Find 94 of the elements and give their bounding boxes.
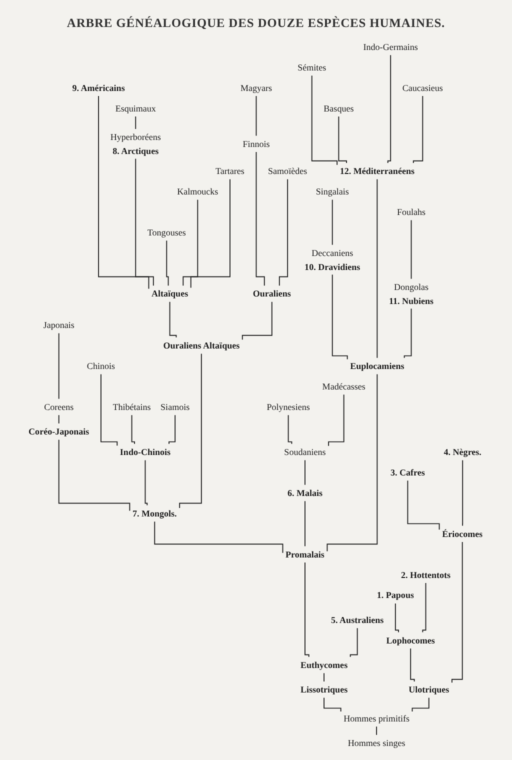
taxon-label: Deccaniens 10. Dravidiens	[304, 248, 361, 272]
tree-branch-line	[304, 562, 310, 658]
tree-branch-line	[180, 353, 202, 508]
tree-branch-line	[324, 697, 342, 712]
taxon-label: Esquimaux	[116, 102, 156, 114]
tree-branch-line	[411, 220, 412, 280]
tree-branch-line	[190, 178, 231, 288]
taxon-label: 1. Papous	[377, 590, 414, 600]
taxon-label: 9. Américains	[72, 82, 126, 93]
tree-branch-line	[395, 602, 400, 633]
tree-branch-line	[462, 460, 464, 526]
tree-branch-line	[58, 414, 60, 424]
tree-branch-line	[350, 628, 358, 658]
taxon-label: Dongolas 11. Nubiens	[389, 282, 434, 306]
taxon-label: Polynesiens	[267, 402, 310, 412]
taxon-label: 4. Nègres.	[444, 446, 482, 458]
taxon-label: Ouraliens Altaïques	[164, 340, 240, 351]
taxon-label: Ouraliens	[253, 288, 292, 299]
tree-branch-line	[412, 697, 430, 712]
taxon-label: Hommes primitifs	[344, 713, 410, 724]
tree-branch-line	[304, 500, 306, 547]
taxon-label: Altaïques	[152, 288, 188, 299]
tree-branch-line	[413, 96, 424, 164]
tree-branch-line	[422, 582, 427, 633]
taxon-label: Promalais	[286, 549, 325, 560]
tree-branch-line	[376, 726, 378, 736]
taxon-label: Lissotriques	[300, 684, 348, 695]
tree-branch-line	[279, 178, 288, 286]
tree-branch-line	[170, 301, 178, 338]
tree-branch-line	[256, 152, 266, 286]
taxon-label: Foulahs	[397, 206, 426, 218]
tree-branch-line	[410, 648, 416, 682]
taxon-label: Singalais	[316, 186, 350, 197]
taxon-label: Ériocomes	[442, 528, 484, 539]
tree-branch-line	[242, 301, 273, 340]
tree-branch-line	[408, 480, 440, 530]
taxon-label: Indo-Germains	[364, 42, 418, 52]
taxon-label: 12. Méditerranéens	[340, 166, 415, 176]
taxon-label: Madécasses	[322, 381, 366, 392]
taxon-label: 7. Mongols.	[132, 508, 178, 518]
taxon-label: 6. Malais	[288, 488, 323, 498]
tree-branch-line	[388, 54, 392, 164]
taxon-label: Indo-Chinois	[120, 446, 171, 458]
taxon-label: Magyars	[240, 82, 272, 93]
tree-branch-line	[304, 460, 306, 486]
tree-branch-line	[154, 521, 284, 554]
tree-branch-line	[452, 542, 464, 684]
tree-branch-line	[98, 96, 150, 290]
taxon-label: 2. Hottentots	[401, 569, 451, 580]
taxon-label: Coréo-Japonais	[28, 426, 90, 437]
taxon-label: 5. Australiens	[331, 614, 384, 625]
taxon-label: Samoïèdes	[268, 166, 308, 176]
tree-branch-line	[58, 439, 131, 512]
taxon-label: Sémites	[298, 62, 327, 72]
tree-branch-line	[328, 394, 345, 446]
taxon-label: Caucasieus	[402, 82, 444, 93]
tree-branch-line	[288, 414, 293, 444]
tree-branch-line	[166, 240, 170, 286]
taxon-label: Thibétains	[113, 402, 152, 412]
taxon-label: Lophocomes	[386, 635, 436, 646]
taxon-label: Japonais	[44, 320, 75, 330]
taxon-label: Euthycomes	[300, 660, 348, 670]
tree-branch-line	[183, 199, 199, 286]
tree-branch-line	[132, 414, 136, 444]
tree-branch-line	[324, 672, 325, 682]
taxon-label: 3. Cafres	[390, 467, 426, 478]
tree-branch-line	[168, 414, 176, 444]
taxon-label: Finnois	[243, 138, 270, 149]
taxon-label: Hommes singes	[348, 738, 406, 748]
taxon-label: Siamois	[160, 402, 190, 412]
tree-branch-line	[338, 116, 348, 164]
diagram-title: ARBRE GÉNÉALOGIQUE DES DOUZE ESPÈCES HUMAINES.	[66, 16, 446, 31]
tree-branch-line	[100, 374, 118, 446]
taxon-label: Ulotriques	[409, 684, 450, 695]
taxon-label: Tartares	[216, 166, 245, 176]
taxon-label: Hyperboréens 8. Arctiques	[110, 132, 162, 156]
taxon-label: Coreens	[44, 402, 74, 412]
taxon-label: Soudaniens	[284, 446, 326, 458]
tree-branch-line	[58, 332, 60, 400]
tree-branch-line	[136, 158, 154, 286]
taxon-label: Chinois	[87, 360, 116, 372]
taxon-label: Euplocamiens	[350, 360, 405, 372]
tree-branch-line	[377, 178, 378, 358]
tree-branch-line	[404, 308, 412, 358]
tree-branch-line	[136, 116, 137, 130]
tree-branch-line	[145, 460, 148, 506]
taxon-label: Tongouses	[148, 227, 186, 238]
tree-branch-line	[256, 96, 258, 136]
tree-branch-line	[332, 274, 348, 360]
taxon-label: Kalmoucks	[178, 186, 219, 197]
tree-branch-line	[327, 374, 378, 552]
tree-branch-line	[332, 199, 334, 246]
tree-branch-line	[312, 75, 338, 166]
taxon-label: Basques	[324, 102, 354, 114]
